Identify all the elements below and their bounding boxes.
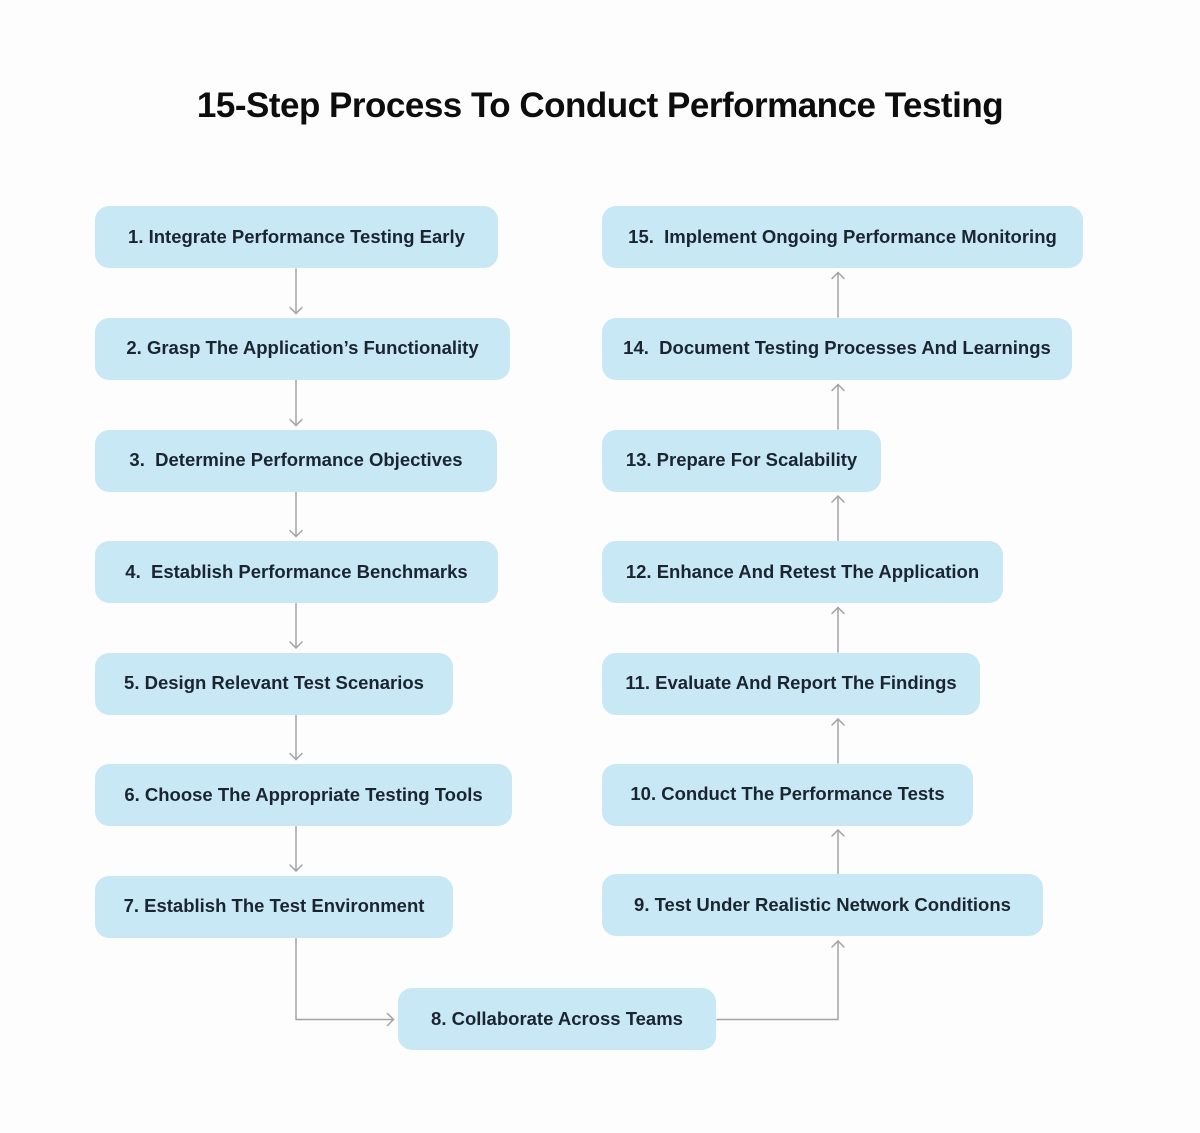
connector-5-6 [289, 714, 303, 761]
step-label-9: 9. Test Under Realistic Network Conditio… [634, 893, 1011, 915]
step-box-14: 14. Document Testing Processes And Learn… [602, 317, 1072, 380]
connector-10-11 [831, 718, 845, 764]
step-box-9: 9. Test Under Realistic Network Conditio… [602, 874, 1043, 936]
step-label-6: 6. Choose The Appropriate Testing Tools [124, 783, 483, 805]
connector-11-12 [831, 606, 845, 653]
step-label-15: 15. Implement Ongoing Performance Monito… [628, 225, 1057, 247]
step-box-5: 5. Design Relevant Test Scenarios [95, 652, 453, 715]
step-label-4: 4. Establish Performance Benchmarks [125, 560, 468, 582]
step-box-1: 1. Integrate Performance Testing Early [95, 206, 498, 268]
step-box-13: 13. Prepare For Scalability [602, 429, 881, 492]
step-box-15: 15. Implement Ongoing Performance Monito… [602, 206, 1083, 268]
step-label-7: 7. Establish The Test Environment [123, 895, 425, 917]
step-box-3: 3. Determine Performance Objectives [95, 429, 497, 492]
step-label-1: 1. Integrate Performance Testing Early [128, 225, 465, 247]
step-box-6: 6. Choose The Appropriate Testing Tools [95, 764, 512, 826]
connector-12-13 [831, 495, 845, 542]
connector-8-9 [716, 940, 845, 1021]
connector-13-14 [831, 383, 845, 430]
step-label-11: 11. Evaluate And Report The Findings [625, 672, 957, 694]
page-title: 15-Step Process To Conduct Performance T… [196, 86, 1004, 125]
step-box-8: 8. Collaborate Across Teams [398, 988, 716, 1050]
connector-6-7 [289, 825, 303, 872]
connector-14-15 [831, 271, 845, 318]
connector-4-5 [289, 602, 303, 649]
step-box-10: 10. Conduct The Performance Tests [602, 763, 973, 826]
step-label-10: 10. Conduct The Performance Tests [630, 783, 945, 805]
step-label-13: 13. Prepare For Scalability [625, 449, 858, 471]
step-label-12: 12. Enhance And Retest The Application [625, 560, 980, 582]
connector-9-10 [831, 829, 845, 875]
step-box-12: 12. Enhance And Retest The Application [602, 541, 1003, 603]
step-label-2: 2. Grasp The Application’s Functionality [126, 337, 479, 359]
connector-7-8 [295, 937, 395, 1027]
step-box-4: 4. Establish Performance Benchmarks [95, 541, 498, 603]
step-label-14: 14. Document Testing Processes And Learn… [623, 337, 1051, 359]
step-label-3: 3. Determine Performance Objectives [129, 449, 463, 471]
step-box-2: 2. Grasp The Application’s Functionality [95, 317, 510, 380]
step-box-11: 11. Evaluate And Report The Findings [602, 652, 980, 715]
step-label-5: 5. Design Relevant Test Scenarios [124, 672, 424, 694]
connector-2-3 [289, 379, 303, 427]
connector-1-2 [289, 268, 303, 315]
step-label-8: 8. Collaborate Across Teams [431, 1007, 683, 1029]
step-box-7: 7. Establish The Test Environment [95, 875, 453, 938]
connector-3-4 [289, 491, 303, 538]
